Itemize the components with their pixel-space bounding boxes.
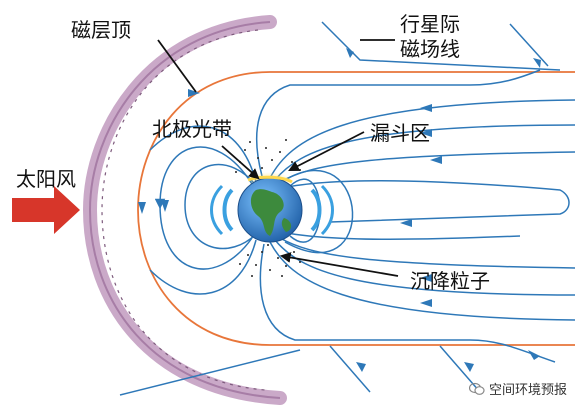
magnetopause-label: 磁层顶 (71, 18, 131, 42)
aurora-label: 北极光带 (152, 117, 232, 141)
field-line (274, 239, 576, 296)
precipitating-particles-label: 沉降粒子 (410, 269, 490, 293)
field-lines (119, 21, 576, 396)
field-line (255, 69, 541, 177)
earth (237, 175, 303, 243)
imf-line (119, 349, 301, 396)
watermark: 空间环境预报 (468, 379, 567, 398)
imf-line (439, 345, 481, 393)
field-line (281, 231, 521, 241)
solar-wind-arrow (12, 186, 80, 234)
field-line (279, 237, 576, 269)
imf-line (329, 345, 371, 393)
wechat-icon (468, 382, 485, 395)
leader-lines (157, 39, 399, 277)
imf-line (321, 21, 561, 71)
imf-line (509, 23, 549, 67)
radiation-belts (210, 184, 334, 236)
field-line (184, 163, 259, 250)
bow-shock (82, 15, 287, 405)
field-line (274, 124, 576, 181)
field-line (279, 151, 576, 183)
field-line (149, 125, 257, 183)
solar-wind-label: 太阳风 (16, 167, 76, 191)
magnetopause-boundary (137, 71, 575, 346)
field-line (149, 239, 257, 295)
field-direction-arrows (138, 48, 541, 372)
field-line (269, 99, 576, 179)
imf-label-line1: 行星际 (400, 12, 460, 36)
imf-label-line2: 磁场线 (400, 37, 460, 61)
field-line (281, 179, 570, 223)
field-line (259, 243, 556, 363)
cusp-label: 漏斗区 (370, 121, 430, 145)
watermark-text: 空间环境预报 (488, 383, 567, 398)
field-line (154, 146, 253, 270)
